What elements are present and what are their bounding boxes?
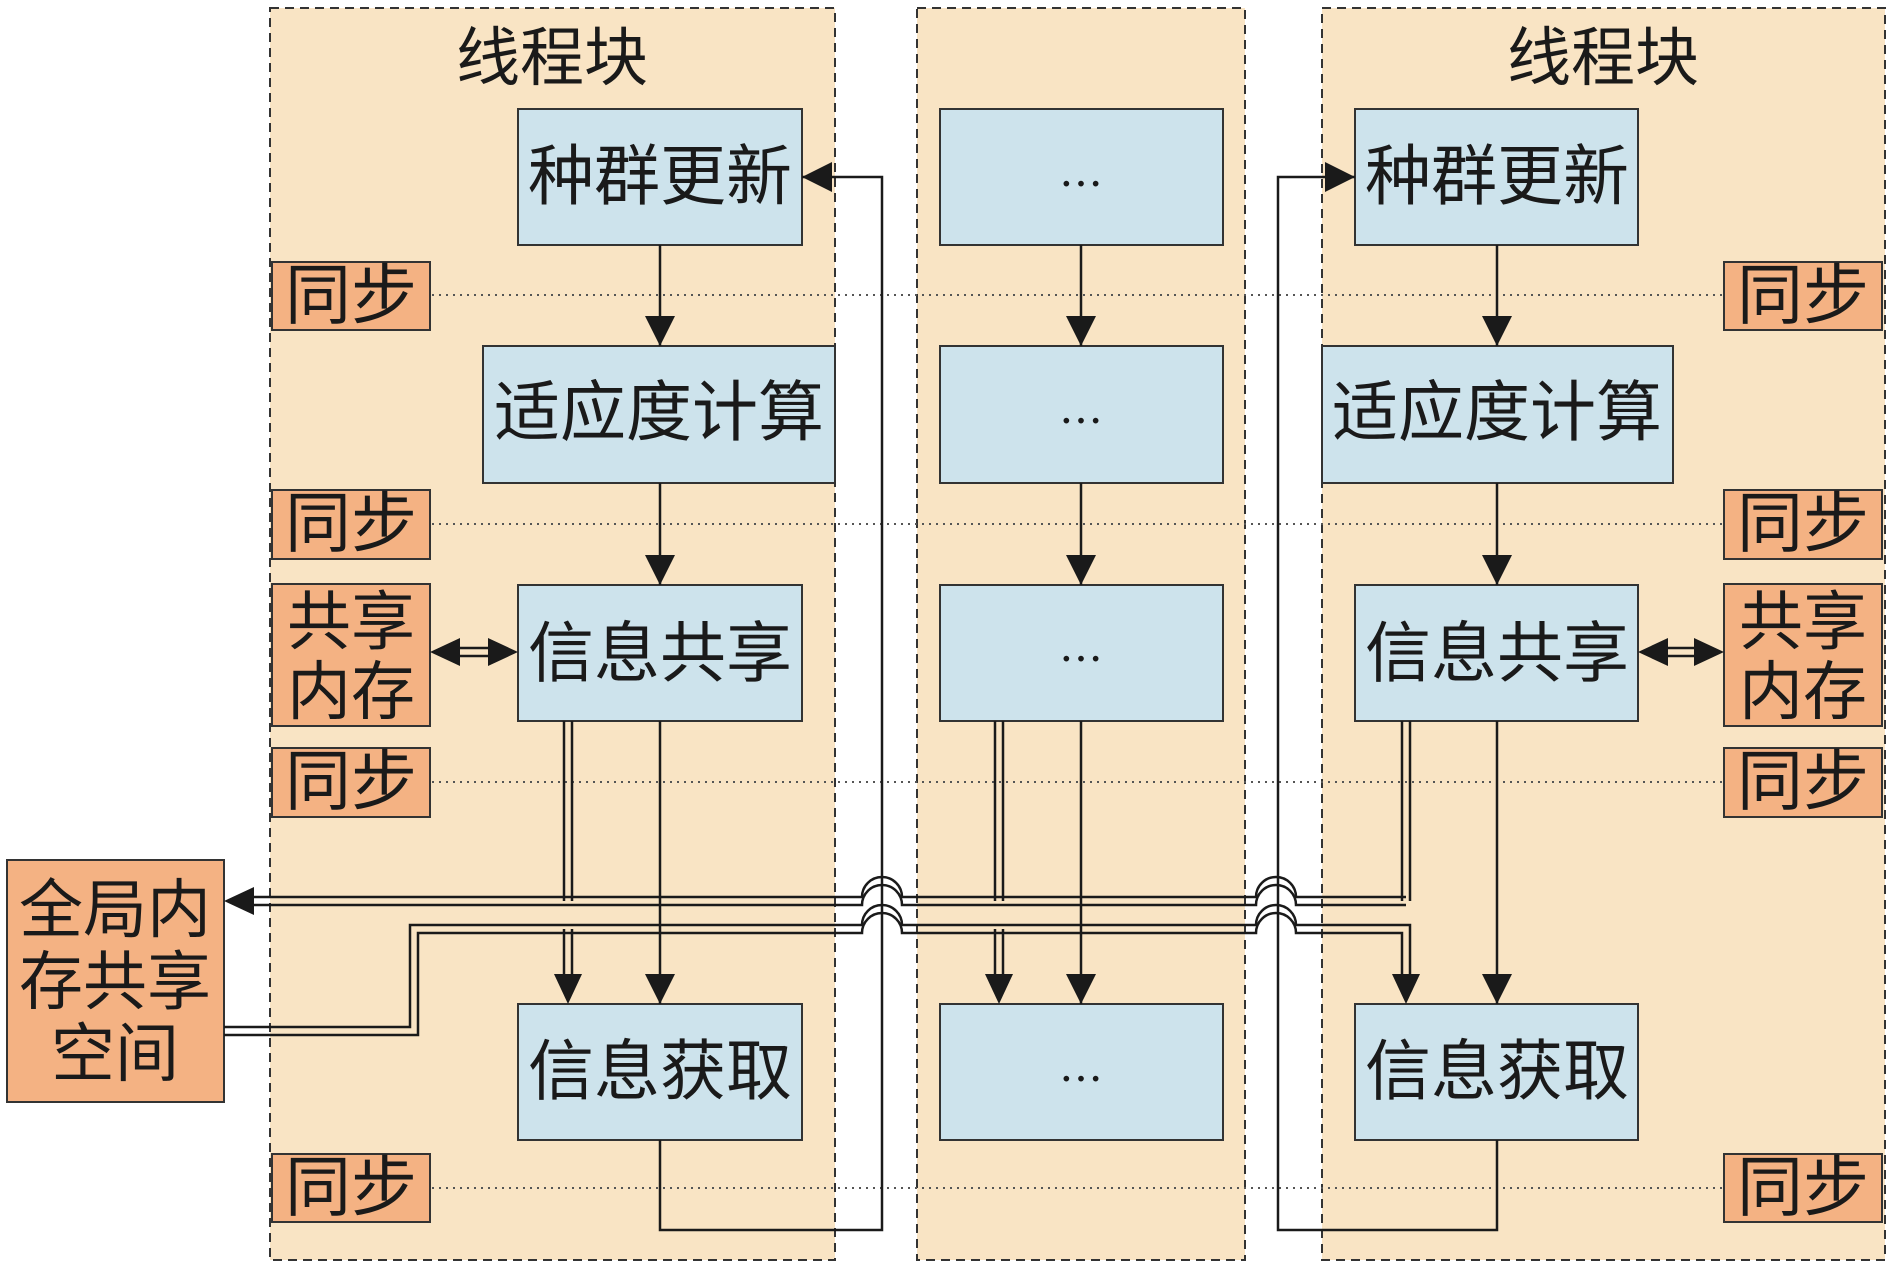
- thread-block-title-right: 线程块: [1507, 22, 1699, 96]
- fitness-calc-label: …: [1059, 383, 1103, 434]
- fitness-calc-label: 适应度计算: [1332, 374, 1662, 451]
- info-retrieval-label: 信息获取: [1365, 1033, 1629, 1110]
- population-update-box: [939, 108, 1224, 246]
- fitness-calc-box: [1321, 345, 1674, 484]
- info-sharing-box: [517, 584, 803, 722]
- sync-label: 同步: [285, 485, 417, 562]
- population-update-box: [517, 108, 803, 246]
- sync-box: [1723, 1153, 1883, 1223]
- sync-box: [1723, 747, 1883, 818]
- sync-box: [1723, 489, 1883, 560]
- population-update-label: …: [1059, 146, 1103, 197]
- sync-label: 同步: [1737, 485, 1869, 562]
- sync-lines: [432, 294, 1722, 1189]
- sync-label: 同步: [1737, 743, 1869, 820]
- sync-label: 同步: [285, 1149, 417, 1226]
- info-retrieval-box: [517, 1003, 803, 1141]
- info-retrieval-box: [1354, 1003, 1639, 1141]
- shared-memory-line1: 共享: [1739, 586, 1867, 660]
- shared-memory-box: [271, 583, 431, 727]
- population-update-box: [1354, 108, 1639, 246]
- population-update-label: 种群更新: [1365, 138, 1629, 215]
- population-update-label: 种群更新: [528, 138, 792, 215]
- shared-memory-line1: 共享: [287, 586, 415, 660]
- fitness-calc-box: [482, 345, 836, 484]
- thread-block-title-left: 线程块: [456, 22, 648, 96]
- shared-memory-right: 共享 内存: [1723, 583, 1883, 730]
- sync-box: [1723, 261, 1883, 331]
- flow-arrows: [645, 245, 1512, 1004]
- info-retrieval-label: …: [1059, 1041, 1103, 1092]
- sync-label: 同步: [285, 743, 417, 820]
- shared-memory-line2: 内存: [1739, 656, 1867, 730]
- global-write-bus: [224, 721, 1412, 915]
- global-memory-line1: 全局内: [19, 874, 211, 948]
- shared-memory-left: 共享 内存: [271, 583, 431, 730]
- info-sharing-label: …: [1059, 621, 1103, 672]
- shared-memory-line2: 内存: [287, 656, 415, 730]
- shared-memory-links: [430, 638, 1724, 666]
- sync-box: [271, 747, 431, 818]
- fitness-calc-label: 适应度计算: [494, 374, 824, 451]
- info-sharing-label: 信息共享: [1365, 615, 1629, 692]
- global-read-bus: [224, 903, 1420, 1037]
- global-memory-line2: 存共享: [19, 946, 211, 1020]
- global-memory-box: [6, 859, 225, 1103]
- sync-box: [271, 489, 431, 560]
- sync-boxes-right: 同步 同步 同步 同步: [1723, 257, 1883, 1226]
- column-left: 种群更新 适应度计算 信息共享 信息获取: [482, 108, 836, 1141]
- info-retrieval-box: [939, 1003, 1224, 1141]
- feedback-loops: [658, 162, 1499, 1232]
- info-sharing-label: 信息共享: [528, 615, 792, 692]
- global-memory: 全局内 存共享 空间: [6, 859, 225, 1103]
- sync-label: 同步: [1737, 257, 1869, 334]
- sync-label: 同步: [1737, 1149, 1869, 1226]
- info-retrieval-label: 信息获取: [528, 1033, 792, 1110]
- fitness-calc-box: [939, 345, 1224, 484]
- sync-label: 同步: [285, 257, 417, 334]
- sync-box: [271, 261, 431, 331]
- sync-box: [271, 1153, 431, 1223]
- sync-boxes-left: 同步 同步 同步 同步: [271, 257, 431, 1226]
- shared-memory-box: [1723, 583, 1883, 727]
- global-memory-line3: 空间: [51, 1018, 179, 1092]
- info-sharing-box: [1354, 584, 1639, 722]
- column-right: 种群更新 适应度计算 信息共享 信息获取: [1321, 108, 1674, 1141]
